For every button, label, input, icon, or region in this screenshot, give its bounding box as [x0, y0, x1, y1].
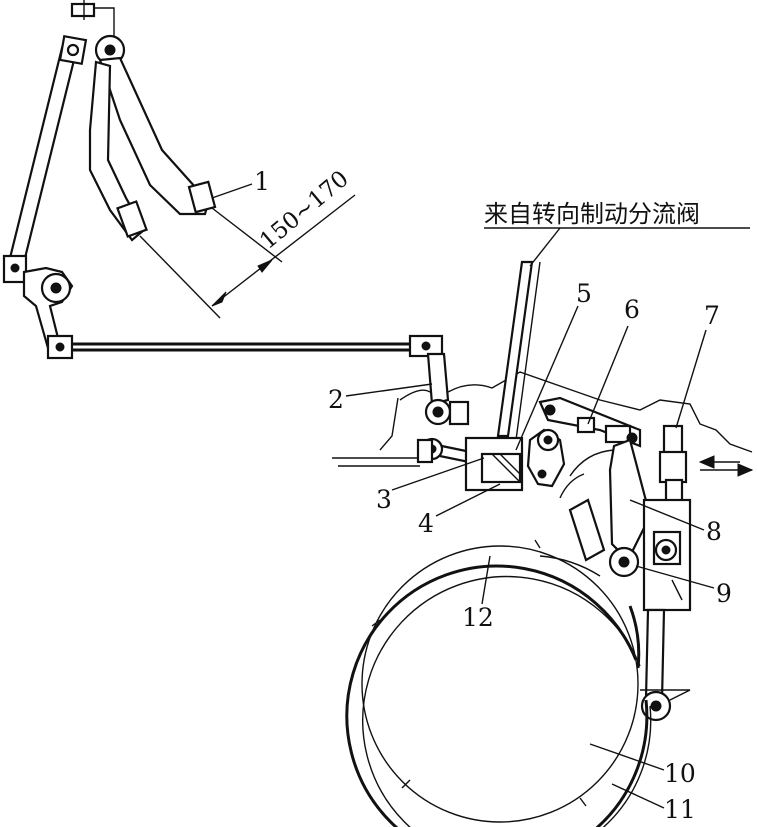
caption-text: 来自转向制动分流阀 [484, 200, 700, 228]
leader-4 [435, 483, 501, 517]
label-7: 7 [704, 301, 720, 330]
drum-10 [361, 545, 639, 823]
leader-7 [675, 329, 707, 429]
label-6: 6 [624, 295, 640, 324]
leader-3 [391, 457, 485, 491]
label-4: 4 [418, 509, 434, 538]
caption-leader [529, 227, 561, 267]
label-10: 10 [664, 759, 696, 788]
leader-1 [211, 183, 253, 199]
label-1: 1 [254, 167, 270, 196]
label-5: 5 [576, 279, 592, 308]
leader-6 [587, 325, 629, 425]
dimension-text: 150~170 [255, 166, 354, 255]
pedal-assembly [2, 0, 217, 360]
leader-2 [345, 383, 433, 397]
band-11 [345, 564, 649, 827]
label-9: 9 [716, 579, 732, 608]
lining-12 [628, 605, 641, 669]
leader-9 [635, 565, 715, 589]
label-2: 2 [328, 385, 344, 414]
leader-10 [589, 743, 665, 771]
brake-drum [345, 539, 691, 827]
pull-rod [72, 334, 444, 358]
brake-linkage [332, 260, 754, 722]
label-3: 3 [376, 485, 392, 514]
label-12: 12 [462, 603, 494, 632]
leader-11 [611, 783, 665, 809]
label-11: 11 [664, 795, 696, 824]
leader-12 [481, 555, 491, 605]
leader-8 [629, 499, 705, 531]
leader-5 [515, 305, 579, 451]
label-8: 8 [706, 517, 722, 546]
